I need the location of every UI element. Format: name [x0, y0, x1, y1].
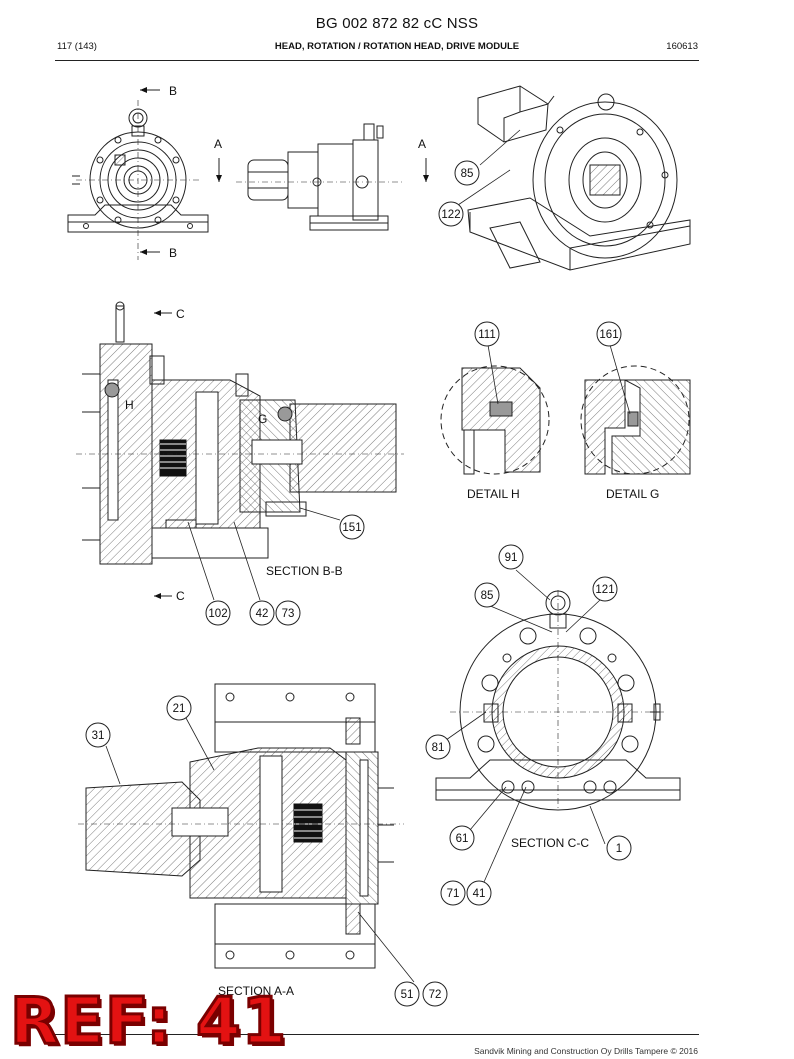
section-bb [76, 301, 404, 565]
callout-bubble: 85 [454, 160, 480, 186]
callout-bubble: 42 [249, 600, 275, 626]
label-b-top: B [169, 84, 177, 98]
callout-bubble: 31 [85, 722, 111, 748]
section-aa [78, 683, 404, 969]
callout-bubble: 21 [166, 695, 192, 721]
callout-bubble: 71 [440, 880, 466, 906]
label-a-right: A [418, 137, 426, 151]
label-b-bottom: B [169, 246, 177, 260]
callout-bubble: 41 [466, 880, 492, 906]
header-rule [55, 60, 699, 62]
leader-lines [105, 129, 631, 983]
label-g: G [258, 412, 267, 426]
callout-bubble: 91 [498, 544, 524, 570]
svg-text:122: 122 [441, 209, 460, 221]
callout-bubble: 122 [438, 201, 464, 227]
callout-bubble: 61 [449, 825, 475, 851]
label-c-bottom: C [176, 589, 185, 603]
callout-bubble: 51 [394, 981, 420, 1007]
callout-bubble: 73 [275, 600, 301, 626]
label-h: H [125, 398, 134, 412]
svg-text:61: 61 [456, 833, 469, 845]
footer-copyright: Sandvik Mining and Construction Oy Drill… [474, 1046, 698, 1056]
callout-bubble: 72 [422, 981, 448, 1007]
ref-stamp: REF: 41 [8, 984, 288, 1059]
callout-bubble: 151 [339, 514, 365, 540]
callout-bubble: 1 [606, 835, 632, 861]
svg-text:121: 121 [595, 584, 614, 596]
svg-text:91: 91 [505, 552, 518, 564]
svg-text:42: 42 [256, 608, 269, 620]
side-view [236, 123, 404, 231]
label-section-bb: SECTION B-B [266, 564, 343, 578]
svg-text:161: 161 [599, 329, 618, 341]
front-view [67, 100, 209, 260]
detail-g [580, 365, 691, 475]
label-detail-h: DETAIL H [467, 487, 520, 501]
svg-text:31: 31 [92, 730, 105, 742]
svg-text:111: 111 [478, 329, 495, 341]
section-cc [435, 590, 681, 811]
label-a-left: A [214, 137, 222, 151]
callout-bubble: 81 [425, 734, 451, 760]
callouts: 85 122 111 161 151 102 42 73 91 85 121 8… [85, 160, 632, 1007]
svg-text:21: 21 [173, 703, 186, 715]
svg-text:85: 85 [481, 590, 494, 602]
section-title: HEAD, ROTATION / ROTATION HEAD, DRIVE MO… [274, 41, 520, 52]
label-section-cc: SECTION C-C [511, 836, 589, 850]
svg-text:151: 151 [342, 522, 361, 534]
svg-text:102: 102 [208, 608, 227, 620]
footer-rule [55, 1034, 699, 1036]
svg-text:1: 1 [616, 843, 622, 855]
callout-bubble: 102 [205, 600, 231, 626]
label-c-top: C [176, 307, 185, 321]
document-code: 160613 [666, 41, 698, 52]
svg-text:41: 41 [473, 888, 486, 900]
label-section-aa: SECTION A-A [218, 984, 294, 998]
detail-h [440, 365, 550, 475]
svg-text:85: 85 [461, 168, 474, 180]
svg-text:71: 71 [447, 888, 460, 900]
svg-text:51: 51 [401, 989, 414, 1001]
page-number: 117 (143) [57, 41, 97, 52]
callout-bubble: 111 [474, 321, 500, 347]
svg-text:73: 73 [282, 608, 295, 620]
label-detail-g: DETAIL G [606, 487, 659, 501]
isometric-view [467, 85, 691, 271]
callout-bubble: 85 [474, 582, 500, 608]
document-title: BG 002 872 82 cC NSS [315, 15, 479, 32]
svg-text:72: 72 [429, 989, 442, 1001]
callout-bubble: 161 [596, 321, 622, 347]
callout-bubble: 121 [592, 576, 618, 602]
svg-text:81: 81 [432, 742, 445, 754]
